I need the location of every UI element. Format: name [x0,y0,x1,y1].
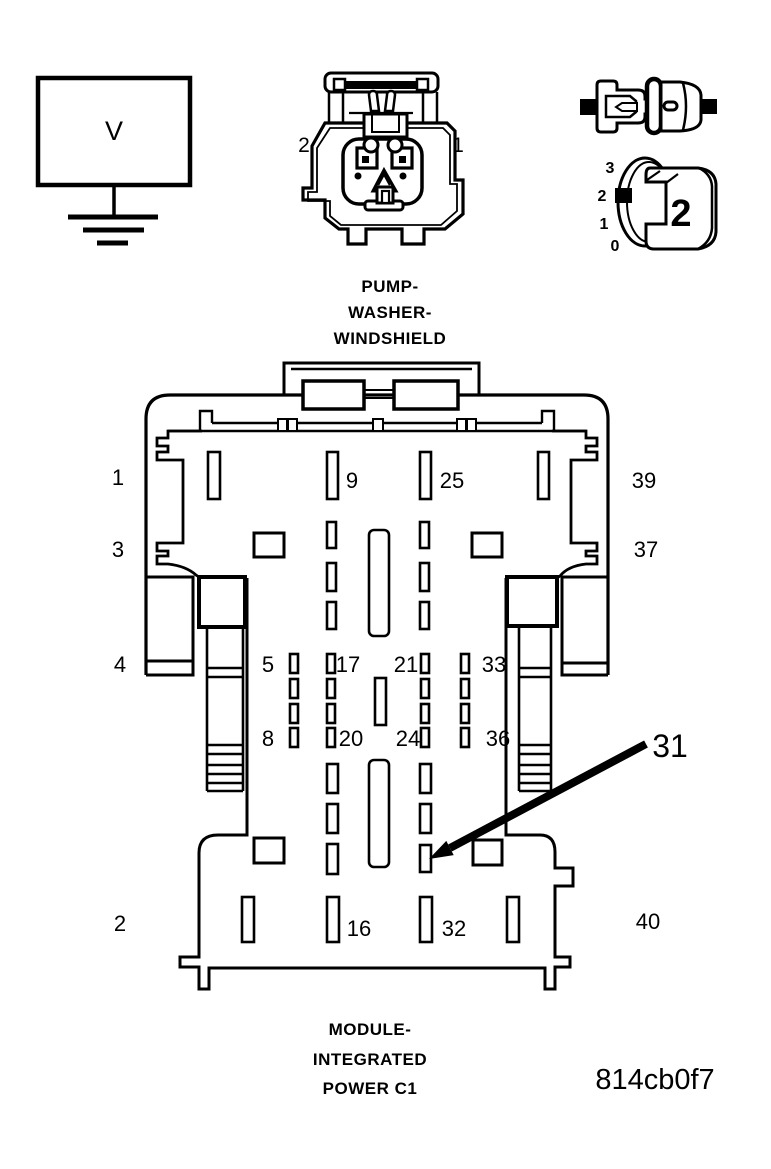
terminal-gauge-icon: 3 2 1 0 2 [598,156,718,255]
right-inner-wall [552,429,599,580]
gauge-block [644,166,718,251]
terminal-mating-icon [580,76,717,136]
module-lower-body [178,578,575,991]
gauge-size-label: 2 [670,193,691,235]
pin-label-5: 5 [262,652,274,677]
svg-text:PUMP-: PUMP- [361,277,418,296]
pin-label-17: 17 [336,652,360,677]
gauge-marker [615,188,632,203]
pin-prong [367,89,381,113]
svg-text:INTEGRATED: INTEGRATED [313,1050,427,1069]
right-block [505,575,559,628]
connector-lock [362,112,409,139]
latch-rails [327,92,439,124]
callout-arrowhead [429,840,454,859]
right-wing [560,575,608,677]
ground-icon [68,185,158,246]
wire-stub [580,99,598,115]
left-ladder [205,628,245,793]
pin-label-1: 1 [112,465,124,490]
pin-label-40: 40 [636,909,660,934]
svg-text:POWER C1: POWER C1 [323,1079,418,1098]
callout-arrow-31: 31 [429,728,688,859]
washer-connector-name: PUMP- WASHER- WINDSHIELD [334,277,447,348]
pin-label-25: 25 [440,468,464,493]
pin-label-20: 20 [339,726,363,751]
pin-slots [206,450,551,944]
pin-label-2: 2 [114,911,126,936]
svg-text:3: 3 [606,160,615,177]
pin-label-8: 8 [262,726,274,751]
latch-bar [345,81,418,89]
pin-31-slot [418,843,433,874]
voltmeter-label: V [105,116,123,146]
svg-text:2: 2 [598,188,607,205]
svg-text:1: 1 [600,216,609,233]
pin-label-36: 36 [486,726,510,751]
pin-label-24: 24 [396,726,420,751]
connector-body-inner [307,127,458,226]
wire-stub [701,99,717,114]
svg-text:0: 0 [611,238,620,255]
pin-label-3: 3 [112,537,124,562]
pin-label-9: 9 [346,468,358,493]
callout-pin-label: 31 [652,728,688,764]
module-connector: 1 3 4 2 39 37 40 9 25 5 17 21 33 8 20 24… [112,361,660,991]
pin-prong [383,89,397,113]
module-connector-name: MODULE- INTEGRATED POWER C1 [313,1020,427,1098]
pin-label-21: 21 [394,652,418,677]
pin-label-32: 32 [442,916,466,941]
female-terminal [659,80,703,133]
left-block [197,575,247,629]
pin-labels: 1 3 4 2 39 37 40 9 25 5 17 21 33 8 20 24… [112,465,660,941]
voltmeter-symbol: V [35,75,193,246]
pin-label-37: 37 [634,537,658,562]
svg-text:MODULE-: MODULE- [329,1020,412,1039]
voltmeter-box [35,75,193,188]
callout-arrow-line [448,740,648,852]
washer-cavity-1-label: 1 [452,134,464,157]
terminal-seal-ring [644,76,664,136]
figure-code: 814cb0f7 [595,1064,714,1096]
svg-text:WASHER-: WASHER- [348,303,432,322]
svg-text:WINDSHIELD: WINDSHIELD [334,329,447,348]
mount-tab [282,361,481,395]
pin-label-16: 16 [347,916,371,941]
washer-pump-connector: 2 1 [298,71,465,246]
pin-label-4: 4 [114,652,126,677]
pin-label-39: 39 [632,468,656,493]
left-wing [146,575,195,677]
left-inner-wall [155,429,202,579]
pin-label-33: 33 [482,652,506,677]
washer-cavity-2-label: 2 [298,134,310,157]
right-ladder [517,627,553,793]
